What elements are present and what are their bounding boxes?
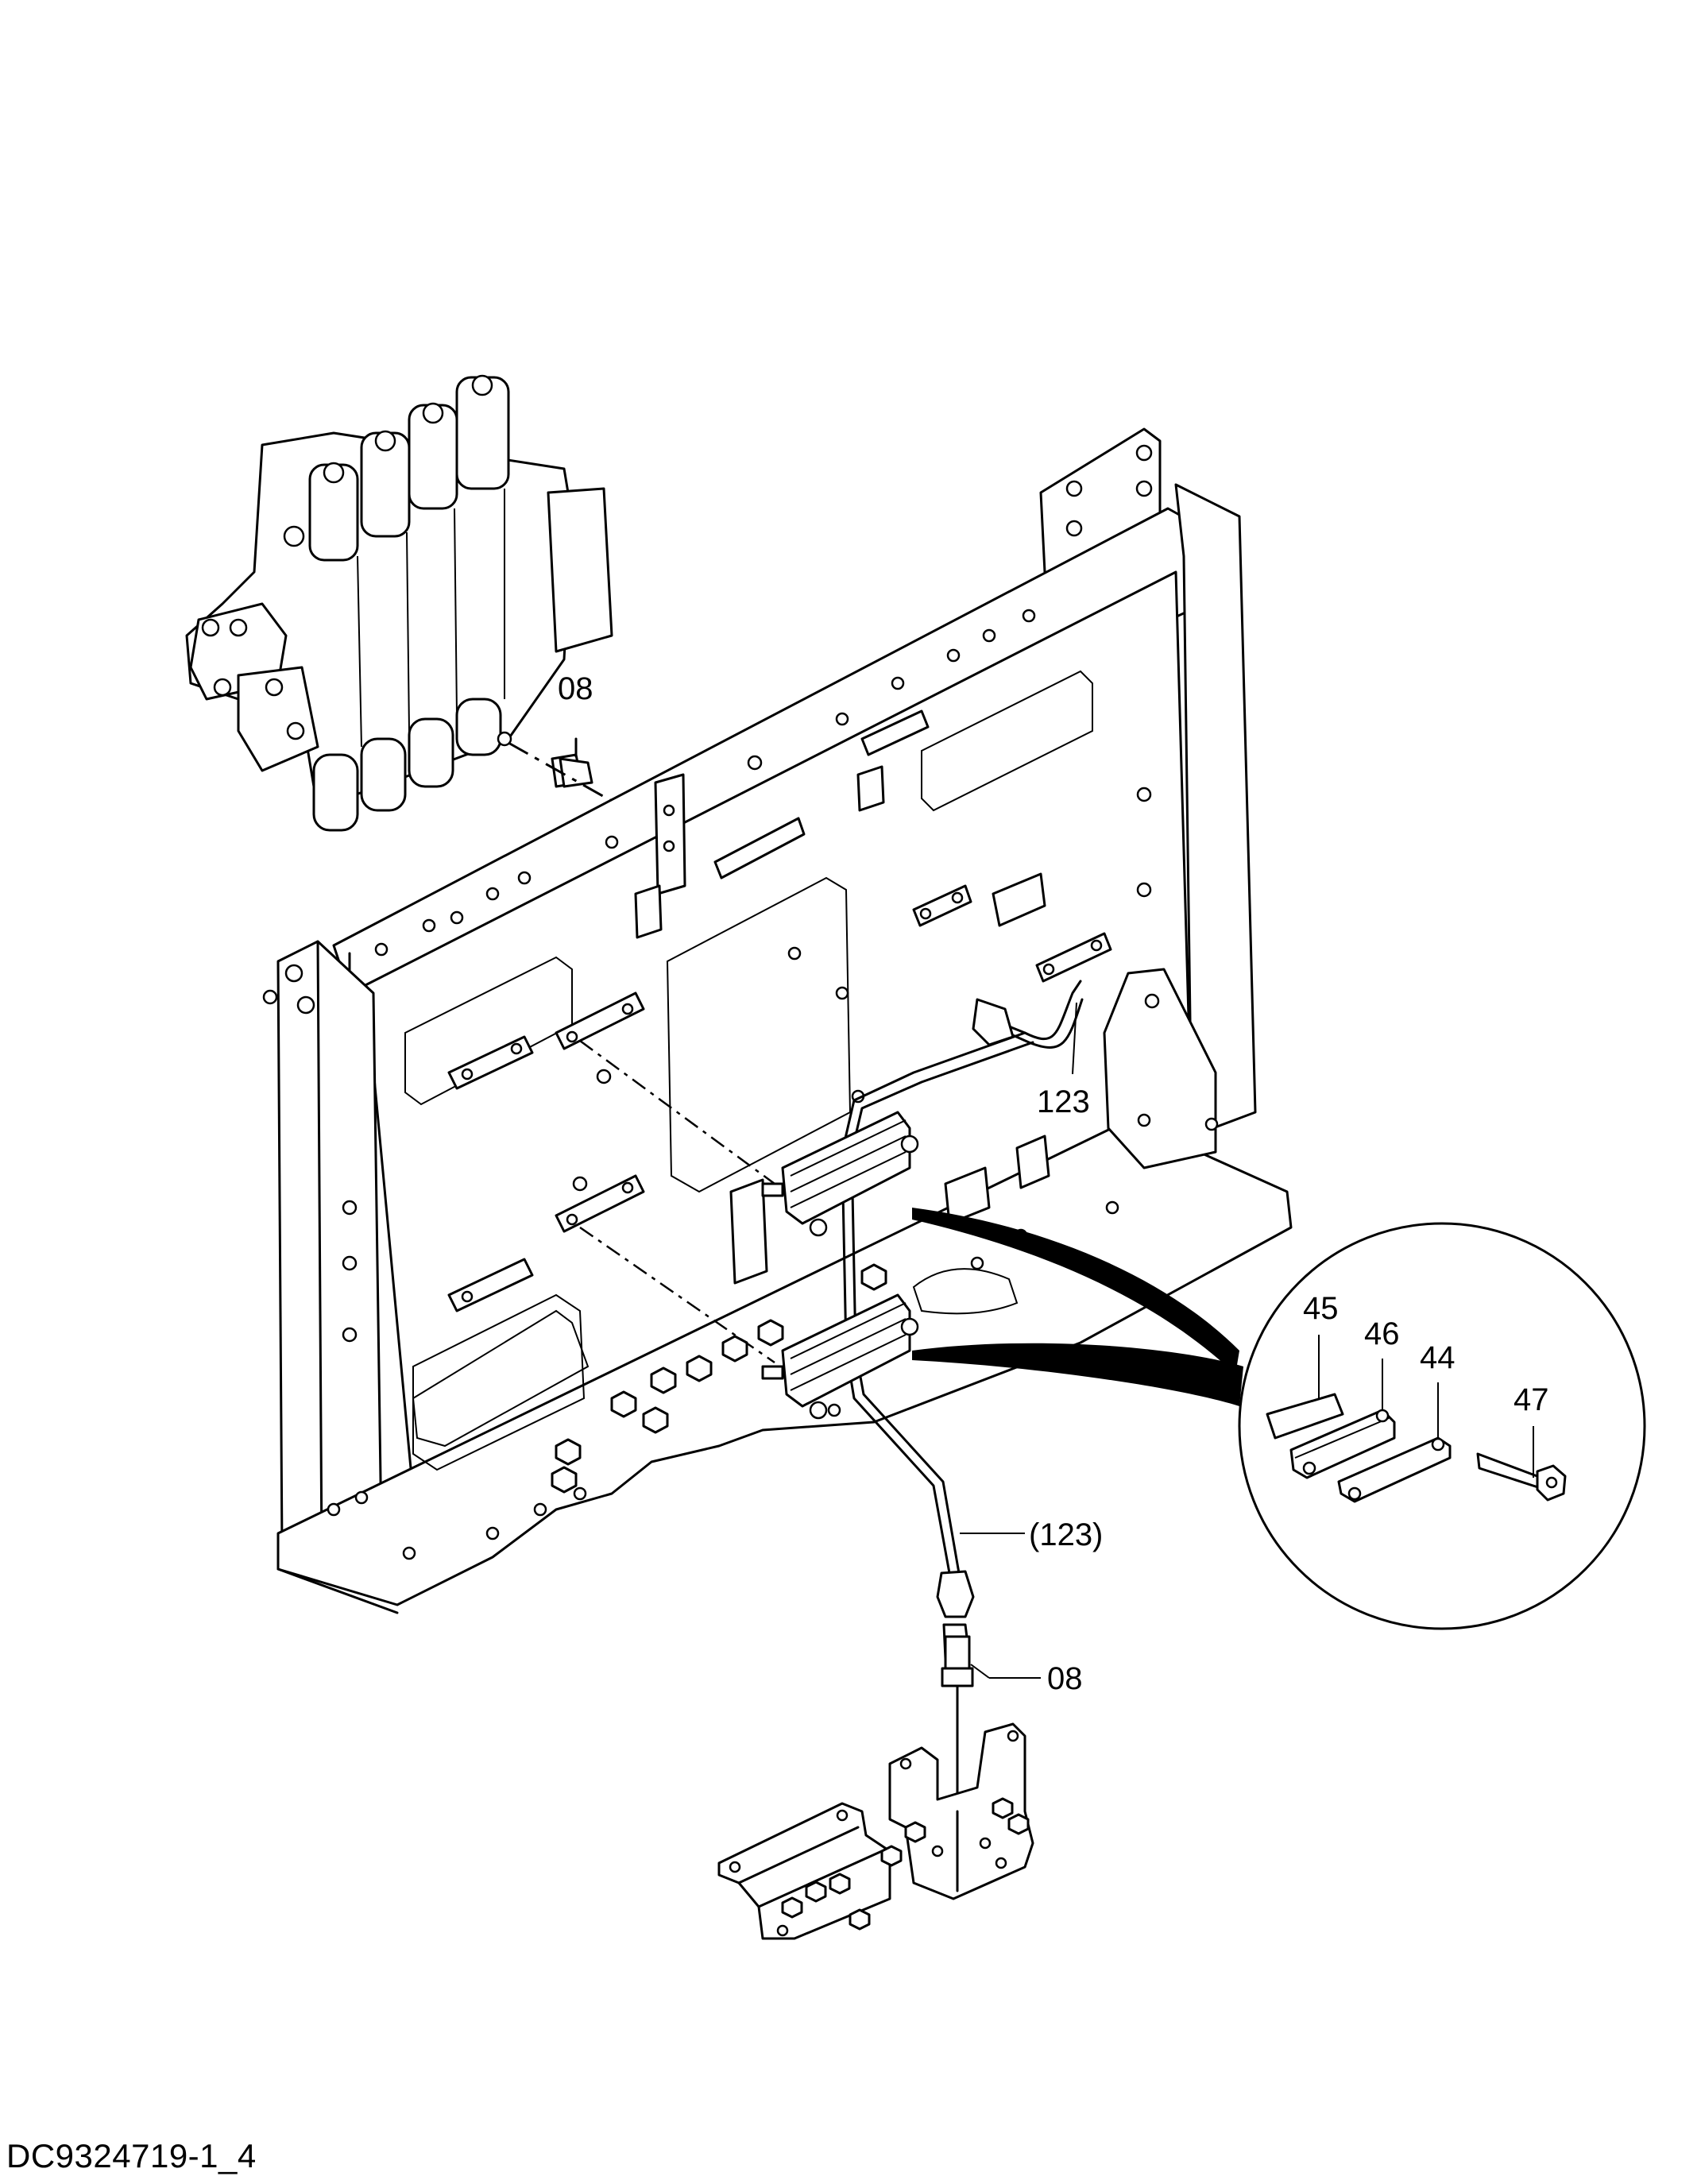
assembly-line-clamp-lower xyxy=(579,1226,775,1364)
detail-wedge-lower xyxy=(912,1343,1243,1406)
callout-08-lower: 08 xyxy=(1047,1661,1083,1696)
valve-block-left xyxy=(717,1802,903,1940)
callout-45: 45 xyxy=(1303,1291,1339,1326)
control-valve xyxy=(185,374,613,832)
part-45-clamp-plate xyxy=(1266,1393,1344,1440)
clamp-assembly-lower xyxy=(761,1293,919,1420)
leader-08-lower xyxy=(970,1664,990,1679)
callout-46: 46 xyxy=(1364,1316,1400,1351)
callout-08-upper: 08 xyxy=(558,671,593,706)
part-47-bolt xyxy=(1476,1452,1567,1502)
callout-123-paren: (123) xyxy=(1029,1517,1103,1552)
detail-wedge-upper xyxy=(912,1208,1239,1374)
document-id: DC9324719-1_4 xyxy=(6,2137,257,2174)
leader-123-upper xyxy=(1072,1002,1077,1075)
assembly-line-clamp-upper xyxy=(579,1039,775,1185)
callout-123: 123 xyxy=(1037,1084,1090,1119)
clamp-assembly-upper xyxy=(761,1111,919,1237)
callout-47: 47 xyxy=(1514,1382,1549,1417)
callout-44: 44 xyxy=(1420,1340,1456,1375)
detail-circle xyxy=(1238,1222,1646,1630)
valve-block-right xyxy=(888,1722,1034,1900)
